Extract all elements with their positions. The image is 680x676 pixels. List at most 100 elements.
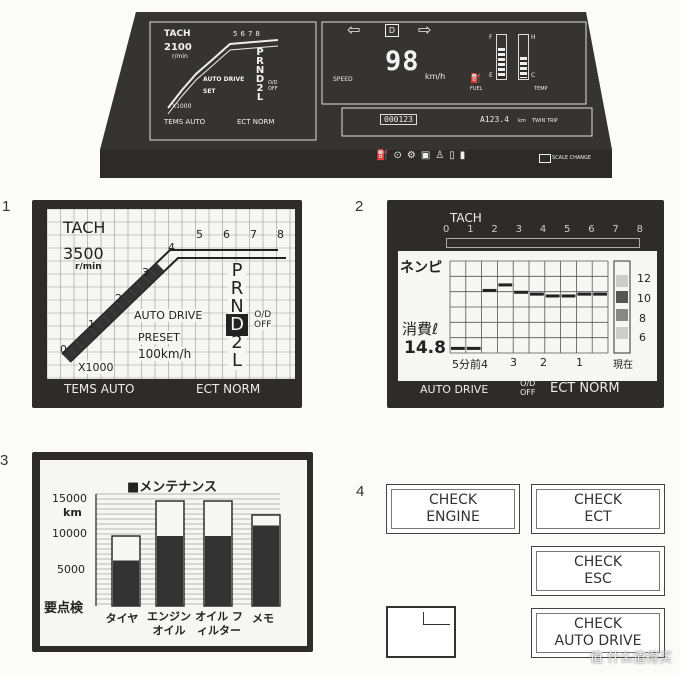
f2-consumption-label: 消費ℓ <box>402 318 439 339</box>
warning-lamps: ⛽⊙⚙▣♙▯▮ <box>376 150 470 161</box>
dash-speed-value: 98 <box>385 46 420 77</box>
fuel-warning-icon: ▮ <box>459 150 471 161</box>
f1-tick-4: 4 <box>168 241 175 254</box>
f1-curve-fill <box>136 276 151 291</box>
f1-tems: TEMS AUTO <box>64 382 135 396</box>
dashboard-overview <box>100 12 612 178</box>
f2-fuel-economy-label: ネンピ <box>400 257 442 277</box>
engine-icon: ⚙ <box>406 150 421 161</box>
door-icon: ▯ <box>449 150 460 161</box>
f2-economy-mark <box>514 290 528 294</box>
fuel-label: FUEL <box>470 86 483 92</box>
f2-economy-mark <box>545 294 560 298</box>
scale-change-button[interactable] <box>539 154 551 163</box>
fuel-full-label: F <box>489 34 493 41</box>
f2-y-label-6: 6 <box>639 331 646 344</box>
f1-curve-fill <box>82 328 97 343</box>
f2-side-segment <box>616 291 628 303</box>
f1-curve-fill <box>129 282 145 297</box>
figure-3-maintenance-chart <box>40 460 307 646</box>
oil-pressure-icon: ⛽ <box>376 150 394 161</box>
f3-cat-tire: タイヤ <box>105 612 139 625</box>
f1-curve-fill <box>68 341 84 356</box>
f1-tick-2: 2 <box>115 292 122 305</box>
seatbelt-icon: ♙ <box>435 150 450 161</box>
figure-2-number: 2 <box>355 198 364 215</box>
f3-current-bar <box>113 560 139 606</box>
drive-mode-icon: D <box>385 24 399 37</box>
f1-tach-label: TACH <box>63 218 106 237</box>
fuel-pump-icon: ⛽ <box>470 74 482 84</box>
f1-curve-inner <box>69 257 286 363</box>
left-arrow-icon: ⇦ <box>347 20 361 39</box>
f2-x-label-0: 5分前4 <box>452 358 488 371</box>
f1-curve-fill <box>116 295 131 310</box>
figure-4-number: 4 <box>356 483 365 500</box>
f1-selected-gear: D <box>226 314 248 336</box>
dash-speed-unit: km/h <box>425 72 446 81</box>
f2-x-label-4: 現在 <box>613 360 633 371</box>
f1-curve-fill <box>62 347 77 362</box>
brake-icon: ⊙ <box>393 150 407 161</box>
temp-cold-label: C <box>531 72 536 79</box>
temp-gauge <box>518 34 529 80</box>
temp-gauge-fill <box>520 57 527 78</box>
f2-ect: ECT NORM <box>550 381 620 396</box>
f2-economy-mark <box>561 294 576 298</box>
f2-x-label-3: 1 <box>576 356 583 369</box>
f1-curve-fill <box>95 315 111 330</box>
f3-current-bar <box>253 525 279 606</box>
f1-tick-7: 7 <box>250 228 257 241</box>
odometer-display: 000123 <box>380 114 417 125</box>
f1-scale: X1000 <box>78 361 114 374</box>
f2-tach-bar <box>446 238 640 248</box>
f2-od-label: O/D OFF <box>520 379 536 397</box>
fuel-gauge-fill <box>498 47 505 78</box>
f1-curve-fill <box>143 269 158 284</box>
f1-curve-fill <box>75 334 91 349</box>
fuel-gauge <box>496 34 507 80</box>
f3-title: ■メンテナンス <box>127 480 218 495</box>
f1-rpm-unit: r/min <box>75 262 102 272</box>
f2-y-label-10: 10 <box>637 292 651 305</box>
f1-tick-0: 0 <box>60 343 67 356</box>
f2-economy-mark <box>466 346 481 350</box>
f1-curve-fill <box>102 308 118 323</box>
dash-od-label: O/D OFF <box>268 80 278 92</box>
f1-tick-5: 5 <box>196 228 203 241</box>
f2-economy-mark <box>577 292 592 296</box>
battery-icon: ▣ <box>420 150 436 161</box>
f3-cat-memo: メモ <box>252 612 274 625</box>
dash-scale: X1000 <box>172 103 192 110</box>
figure-1-number: 1 <box>2 198 11 215</box>
dash-rpm-value: 2100 <box>164 42 192 53</box>
f3-unit: km <box>63 506 82 519</box>
f1-auto-drive: AUTO DRIVE <box>134 309 203 322</box>
dash-rpm-unit: r/min <box>172 53 188 60</box>
fuel-empty-label: E <box>489 72 493 79</box>
f3-y-tick-10000: 10000 <box>52 527 87 540</box>
temp-high-label: H <box>531 34 536 41</box>
f2-economy-mark <box>498 283 513 287</box>
f3-y-tick-15000: 15000 <box>52 492 87 505</box>
f3-cat-oil-filter: オイル フィルター <box>195 610 243 637</box>
f2-economy-mark <box>530 292 544 296</box>
f1-tick-6: 6 <box>223 228 230 241</box>
right-arrow-icon: ⇨ <box>418 20 432 39</box>
f2-side-segment <box>616 327 628 339</box>
f1-preset: PRESET <box>138 331 180 344</box>
f3-current-bar <box>205 536 231 606</box>
f3-y-label: 要点検 <box>44 601 84 616</box>
trip-unit: km <box>518 118 526 124</box>
f1-curve-fill <box>149 263 165 278</box>
f1-rpm-value: 3500 <box>63 244 104 263</box>
f2-economy-mark <box>451 346 465 350</box>
f2-economy-mark <box>593 292 607 296</box>
scale-change-label: SCALE CHANGE <box>552 155 592 161</box>
f3-current-bar <box>157 536 183 606</box>
